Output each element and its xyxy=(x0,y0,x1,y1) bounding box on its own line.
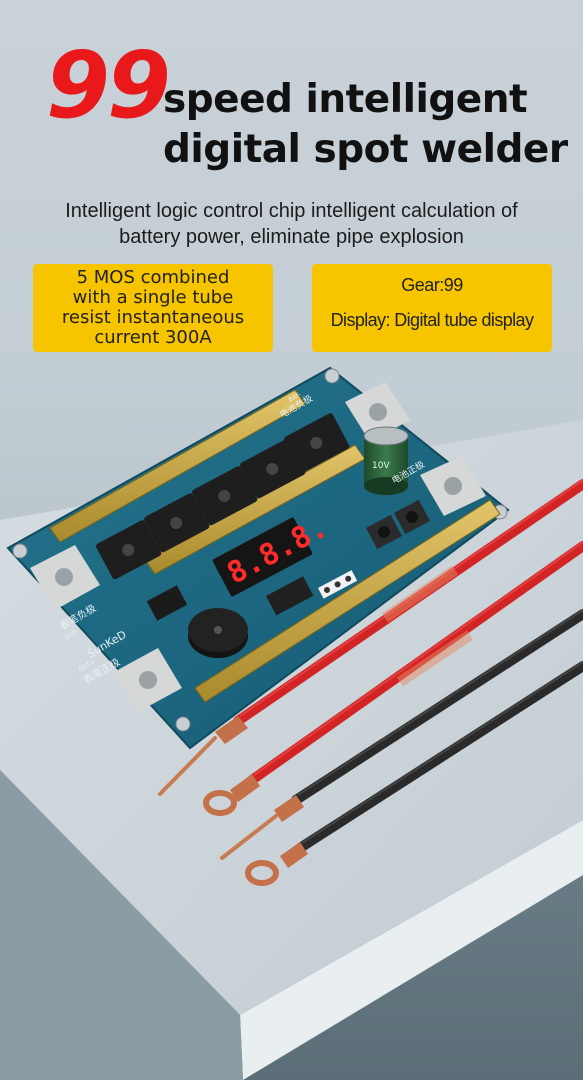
heading-line-2: digital spot welder xyxy=(163,127,568,172)
push-button-2[interactable] xyxy=(394,499,430,535)
display-spec: Display: Digital tube display xyxy=(330,310,534,330)
feature-mos-line-2: with a single tube xyxy=(72,287,234,308)
feature-mos-line-3: resist instantaneous xyxy=(61,307,245,328)
feature-mos-line-1: 5 MOS combined xyxy=(76,267,230,288)
buzzer xyxy=(188,608,248,658)
feature-box-spec: Gear:99 Display: Digital tube display xyxy=(312,264,552,352)
mosfet-array xyxy=(96,413,350,580)
black-lead-lower xyxy=(245,661,583,886)
subtitle: Intelligent logic control chip intellige… xyxy=(20,198,563,250)
black-lead-upper xyxy=(220,609,583,860)
capacitor: 10V xyxy=(363,426,409,495)
table-edge xyxy=(240,820,583,1080)
push-button-1[interactable] xyxy=(366,514,402,550)
feature-box-mos: 5 MOS combined with a single tube resist… xyxy=(33,264,273,352)
speed-number: 99 xyxy=(46,32,171,139)
welder-pcb: 8.8.8. 10V xyxy=(6,366,510,750)
heading-line-1: speed intelligent xyxy=(163,77,528,122)
svg-text:10V: 10V xyxy=(372,461,390,471)
feature-mos-line-4: current 300A xyxy=(94,327,212,348)
table-side xyxy=(0,770,243,1080)
gear-spec: Gear:99 xyxy=(401,275,463,295)
subtitle-line-1: Intelligent logic control chip intellige… xyxy=(65,200,518,222)
subtitle-line-2: battery power, eliminate pipe explosion xyxy=(119,226,464,248)
red-lead-lower xyxy=(203,541,583,816)
